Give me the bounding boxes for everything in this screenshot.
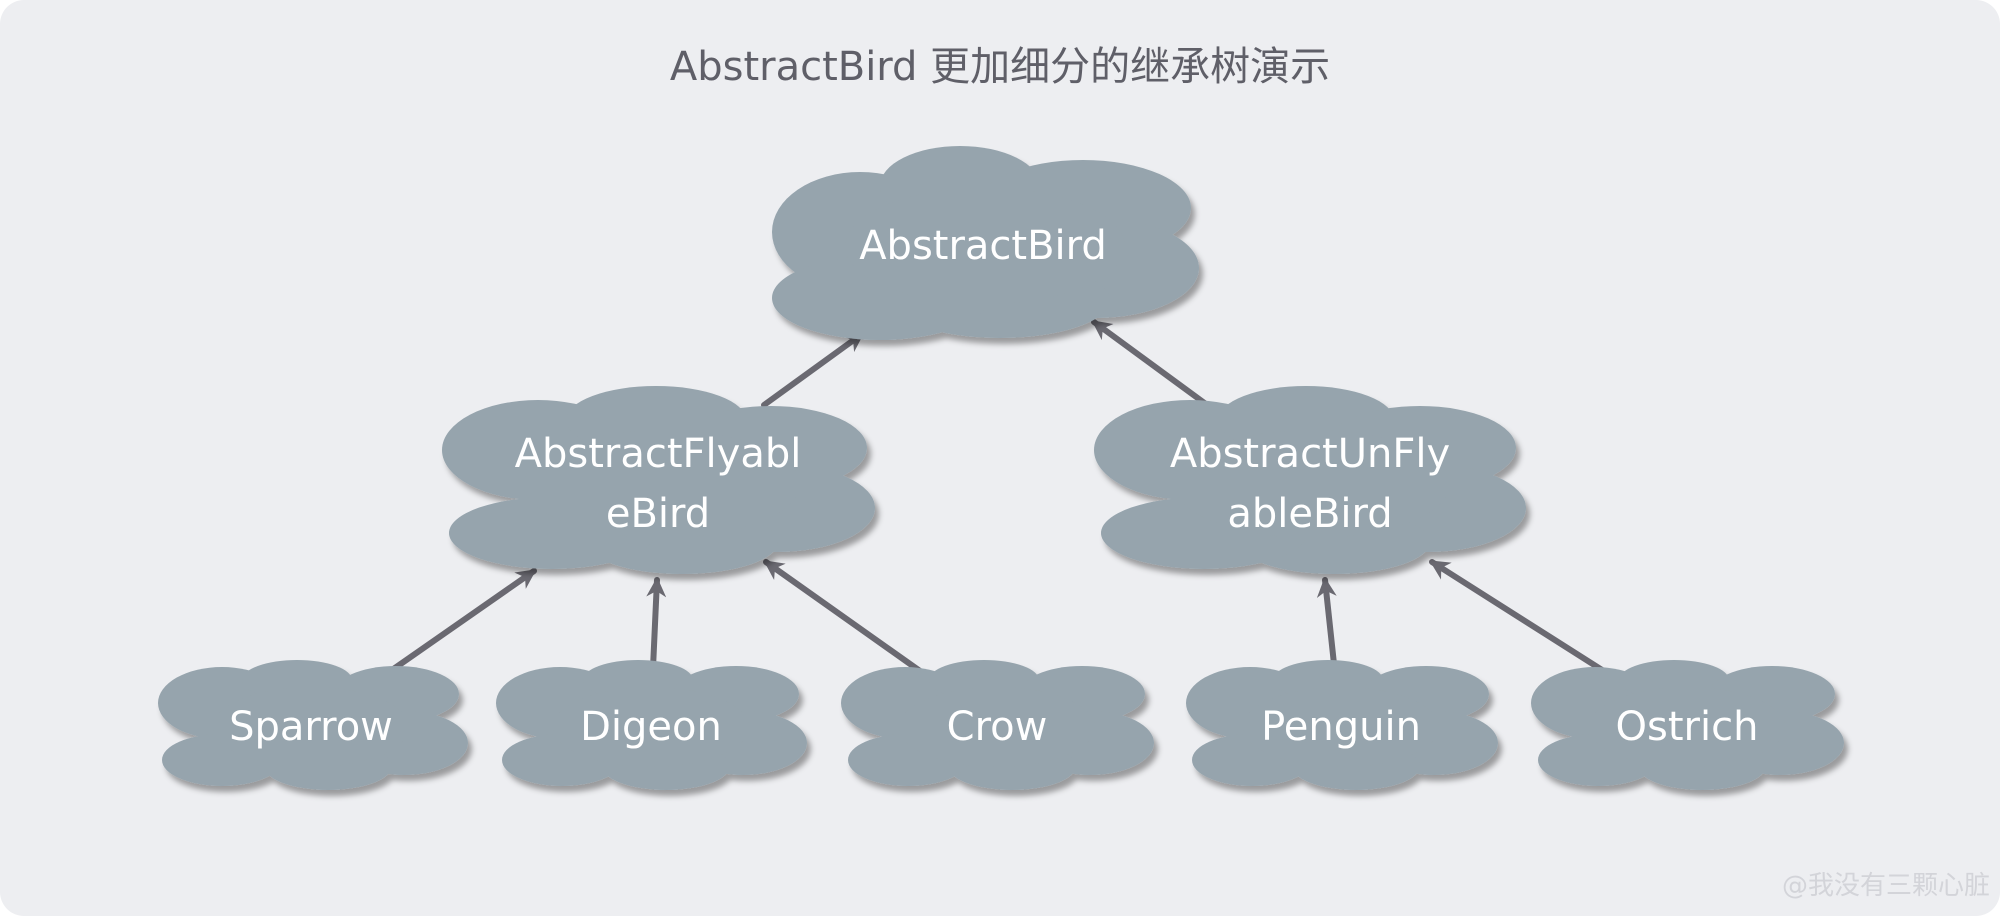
author-watermark: @我没有三颗心脏 xyxy=(1781,871,1990,901)
node-digeon: Digeon xyxy=(496,660,807,790)
edge-digeon-flyable xyxy=(646,577,667,671)
node-ostrich: Ostrich xyxy=(1531,660,1844,790)
cloud-shape xyxy=(1531,660,1844,790)
node-label: Penguin xyxy=(1261,704,1421,750)
diagram-title: AbstractBird 更加细分的继承树演示 xyxy=(669,44,1331,90)
node-label: AbstractUnFly xyxy=(1170,431,1450,477)
node-crow: Crow xyxy=(841,660,1154,790)
node-label: eBird xyxy=(606,491,710,537)
edge-crow-flyable xyxy=(763,559,930,679)
cloud-shape xyxy=(841,660,1154,790)
node-label: Crow xyxy=(947,704,1048,750)
node-label: Digeon xyxy=(580,704,722,750)
node-abstractunflyablebird: AbstractUnFly ableBird xyxy=(1094,386,1526,574)
node-label: AbstractBird xyxy=(859,223,1107,269)
cloud-shape xyxy=(772,146,1199,340)
cloud-shape xyxy=(1186,660,1498,790)
node-abstractflyablebird: AbstractFlyabl eBird xyxy=(442,386,875,574)
cloud-shape xyxy=(496,660,807,790)
node-label: Ostrich xyxy=(1616,704,1759,750)
cloud-shape xyxy=(1094,386,1526,574)
cloud-shape xyxy=(442,386,875,574)
node-label: ableBird xyxy=(1227,491,1392,537)
node-sparrow: Sparrow xyxy=(158,660,468,790)
node-penguin: Penguin xyxy=(1186,660,1498,790)
edge-sparrow-flyable xyxy=(389,568,537,673)
node-label: Sparrow xyxy=(229,704,393,750)
node-label: AbstractFlyabl xyxy=(515,431,802,477)
edges xyxy=(389,319,1613,679)
edge-penguin-unflyable xyxy=(1316,577,1337,667)
edge-unflyable-root xyxy=(1091,319,1217,413)
cloud-shape xyxy=(158,660,468,790)
edge-flyable-root xyxy=(761,331,865,408)
node-abstractbird: AbstractBird xyxy=(772,146,1199,340)
edge-ostrich-unflyable xyxy=(1429,559,1613,678)
